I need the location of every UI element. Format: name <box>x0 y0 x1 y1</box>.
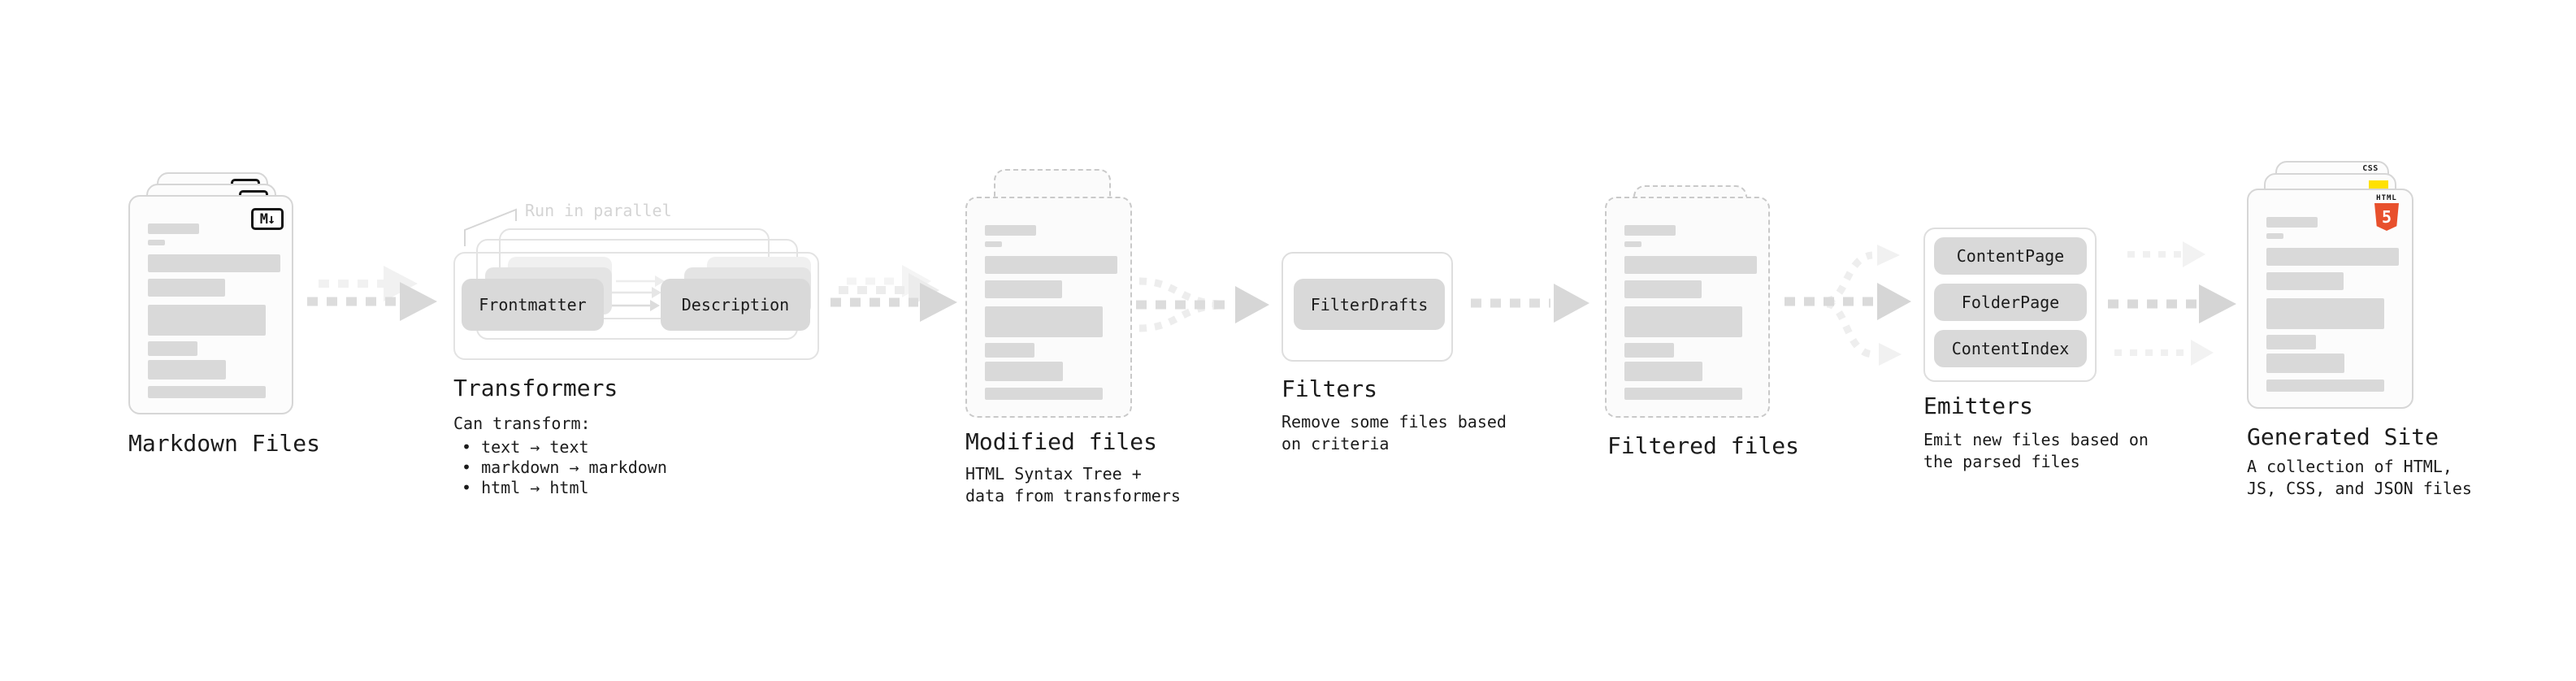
markdown-file-page-front: M↓ <box>128 195 293 414</box>
contentpage-node: ContentPage <box>1934 237 2087 275</box>
modified-files-label: Modified files <box>965 428 1158 455</box>
filters-label: Filters <box>1281 375 1378 402</box>
filterdrafts-node: FilterDrafts <box>1294 279 1445 330</box>
emitters-desc: Emit new files based on the parsed files <box>1923 430 2149 471</box>
transformers-desc-title: Can transform: <box>453 414 591 433</box>
text-placeholder-lines <box>985 225 1117 400</box>
description-node: Description <box>661 279 810 331</box>
markdown-files-label: Markdown Files <box>128 430 321 457</box>
transformers-label: Transformers <box>453 375 618 401</box>
transform-bullet-html: • html → html <box>462 478 589 497</box>
generated-site-page-html: HTML 5 <box>2247 189 2413 409</box>
html5-icon: HTML 5 <box>2373 194 2400 231</box>
text-placeholder-lines <box>1624 225 1757 400</box>
arrow-filters-to-filtered <box>1471 284 1589 323</box>
frontmatter-node: Frontmatter <box>462 279 604 331</box>
emitters-frame <box>1923 228 2097 382</box>
filters-frame <box>1281 252 1453 362</box>
text-placeholder-lines <box>148 223 280 398</box>
arrow-frontmatter-to-description <box>608 275 665 311</box>
filters-desc: Remove some files based on criteria <box>1281 412 1507 453</box>
modified-files-desc: HTML Syntax Tree + data from transformer… <box>965 464 1181 505</box>
transform-bullet-markdown: • markdown → markdown <box>462 458 667 477</box>
filtered-files-label: Filtered files <box>1607 432 1800 459</box>
run-in-parallel-callout-line <box>464 208 517 246</box>
folderpage-node: FolderPage <box>1934 284 2087 321</box>
arrows-emitters-to-generated <box>2108 241 2236 366</box>
arrow-transformers-to-modified <box>830 265 957 322</box>
generated-site-desc: A collection of HTML, JS, CSS, and JSON … <box>2247 457 2472 498</box>
filtered-file-page-front <box>1605 197 1770 418</box>
text-placeholder-lines <box>2266 217 2399 392</box>
transformer-frame-front <box>453 252 819 360</box>
generated-site-label: Generated Site <box>2247 423 2439 450</box>
arrow-markdown-to-transformers <box>307 266 437 321</box>
emitters-label: Emitters <box>1923 393 2033 419</box>
arrow-filtered-to-emitters-fanout <box>1785 245 1911 366</box>
modified-file-page-front <box>965 197 1132 418</box>
transform-bullet-text: • text → text <box>462 437 589 457</box>
run-in-parallel-annotation: Run in parallel <box>525 201 672 220</box>
markdown-icon: M↓ <box>251 208 284 230</box>
arrow-modified-to-filters-merge <box>1136 277 1269 332</box>
contentindex-node: ContentIndex <box>1934 330 2087 367</box>
